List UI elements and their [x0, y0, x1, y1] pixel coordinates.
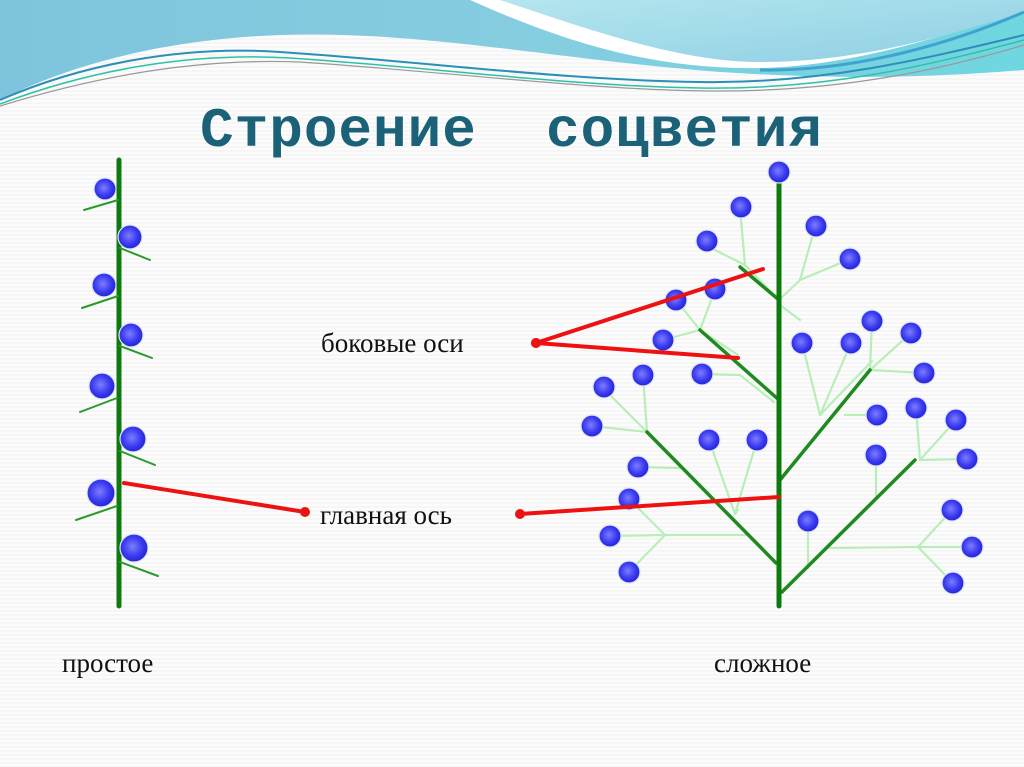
secondary-branch: [738, 373, 776, 404]
flower-icon: [899, 321, 923, 345]
flower-icon: [729, 195, 753, 219]
connector-main-to-simple: [122, 481, 307, 514]
secondary-branch: [778, 303, 802, 322]
flower-icon: [119, 425, 147, 453]
flower-icon: [118, 322, 144, 348]
flower-icon: [617, 560, 641, 584]
flower-icon: [860, 309, 884, 333]
flower-icon: [745, 428, 769, 452]
flower-icon: [91, 272, 117, 298]
secondary-branch: [800, 341, 822, 417]
bract: [83, 199, 119, 211]
secondary-branch: [713, 248, 747, 267]
flower-icon: [592, 375, 616, 399]
flower-icon: [839, 331, 863, 355]
flower-icon: [767, 160, 791, 184]
flower-icon: [631, 363, 655, 387]
lateral-axis: [645, 430, 778, 565]
flower-icon: [117, 224, 143, 250]
flower-icon: [790, 331, 814, 355]
flower-icon: [940, 498, 964, 522]
secondary-branch: [818, 341, 853, 417]
flower-icon: [904, 396, 928, 420]
flower-icon: [941, 571, 965, 595]
secondary-branch: [733, 438, 759, 516]
flower-icon: [944, 408, 968, 432]
connector-lines: [122, 267, 781, 519]
flower-icon: [119, 533, 149, 563]
flower-icon: [598, 524, 622, 548]
bract: [79, 397, 118, 413]
flower-icon: [955, 447, 979, 471]
flower-icon: [960, 535, 984, 559]
connector-lateral-to-upper: [534, 267, 765, 345]
label-lateral-axes: боковые оси: [321, 328, 464, 358]
simple-inflorescence: [75, 157, 159, 609]
connector-main-to-compound: [518, 495, 781, 516]
flower-icon: [697, 428, 721, 452]
flower-icon: [864, 443, 888, 467]
bract: [119, 345, 153, 359]
label-simple: простое: [62, 648, 154, 678]
flower-icon: [86, 478, 116, 508]
bract: [119, 561, 159, 577]
flower-icon: [838, 247, 862, 271]
bract: [75, 505, 118, 521]
label-compound: сложное: [714, 648, 812, 678]
secondary-branch: [828, 545, 920, 550]
bract: [119, 450, 156, 466]
flower-icon: [580, 414, 604, 438]
connector-dot: [531, 338, 541, 348]
flower-icon: [651, 328, 675, 352]
flower-icon: [690, 362, 714, 386]
flower-icon: [865, 403, 889, 427]
flower-icon: [626, 455, 650, 479]
flower-icon: [695, 229, 719, 253]
connector-dot: [515, 509, 525, 519]
flower-icon: [804, 214, 828, 238]
header-wave-decoration: [0, 0, 1024, 107]
bract: [81, 295, 119, 309]
flower-icon: [93, 177, 117, 201]
bract: [119, 247, 151, 261]
connector-dot: [300, 507, 310, 517]
slide-title: Строение соцветия: [200, 99, 823, 163]
secondary-branch: [777, 278, 802, 302]
lateral-axis: [778, 368, 872, 482]
label-main-axis: главная ось: [320, 500, 452, 530]
flower-icon: [796, 509, 820, 533]
flower-icon: [88, 372, 116, 400]
lateral-axis: [698, 328, 781, 402]
secondary-branch: [818, 359, 874, 417]
compound-inflorescence: [580, 160, 984, 609]
lateral-axis: [780, 458, 917, 594]
secondary-branch: [733, 508, 740, 516]
connector-lateral-to-lower: [534, 341, 740, 360]
flower-icon: [912, 361, 936, 385]
